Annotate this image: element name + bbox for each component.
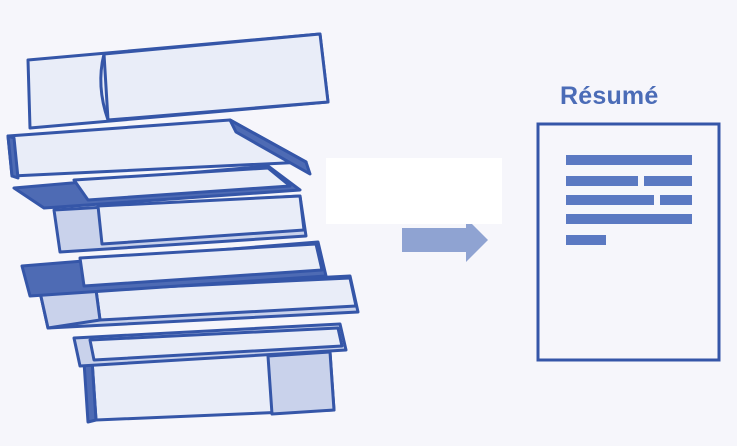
book (52, 194, 308, 254)
document-text-lines (566, 155, 692, 245)
book (26, 32, 330, 130)
book (82, 350, 336, 424)
book (20, 240, 328, 298)
document-icon (536, 122, 721, 362)
book (12, 164, 302, 210)
document-title: Résumé (560, 82, 659, 110)
book-stack-icon (6, 32, 360, 424)
book (6, 118, 312, 180)
arrow-right-icon (402, 218, 488, 262)
redaction-box (326, 158, 502, 224)
book (72, 322, 348, 368)
